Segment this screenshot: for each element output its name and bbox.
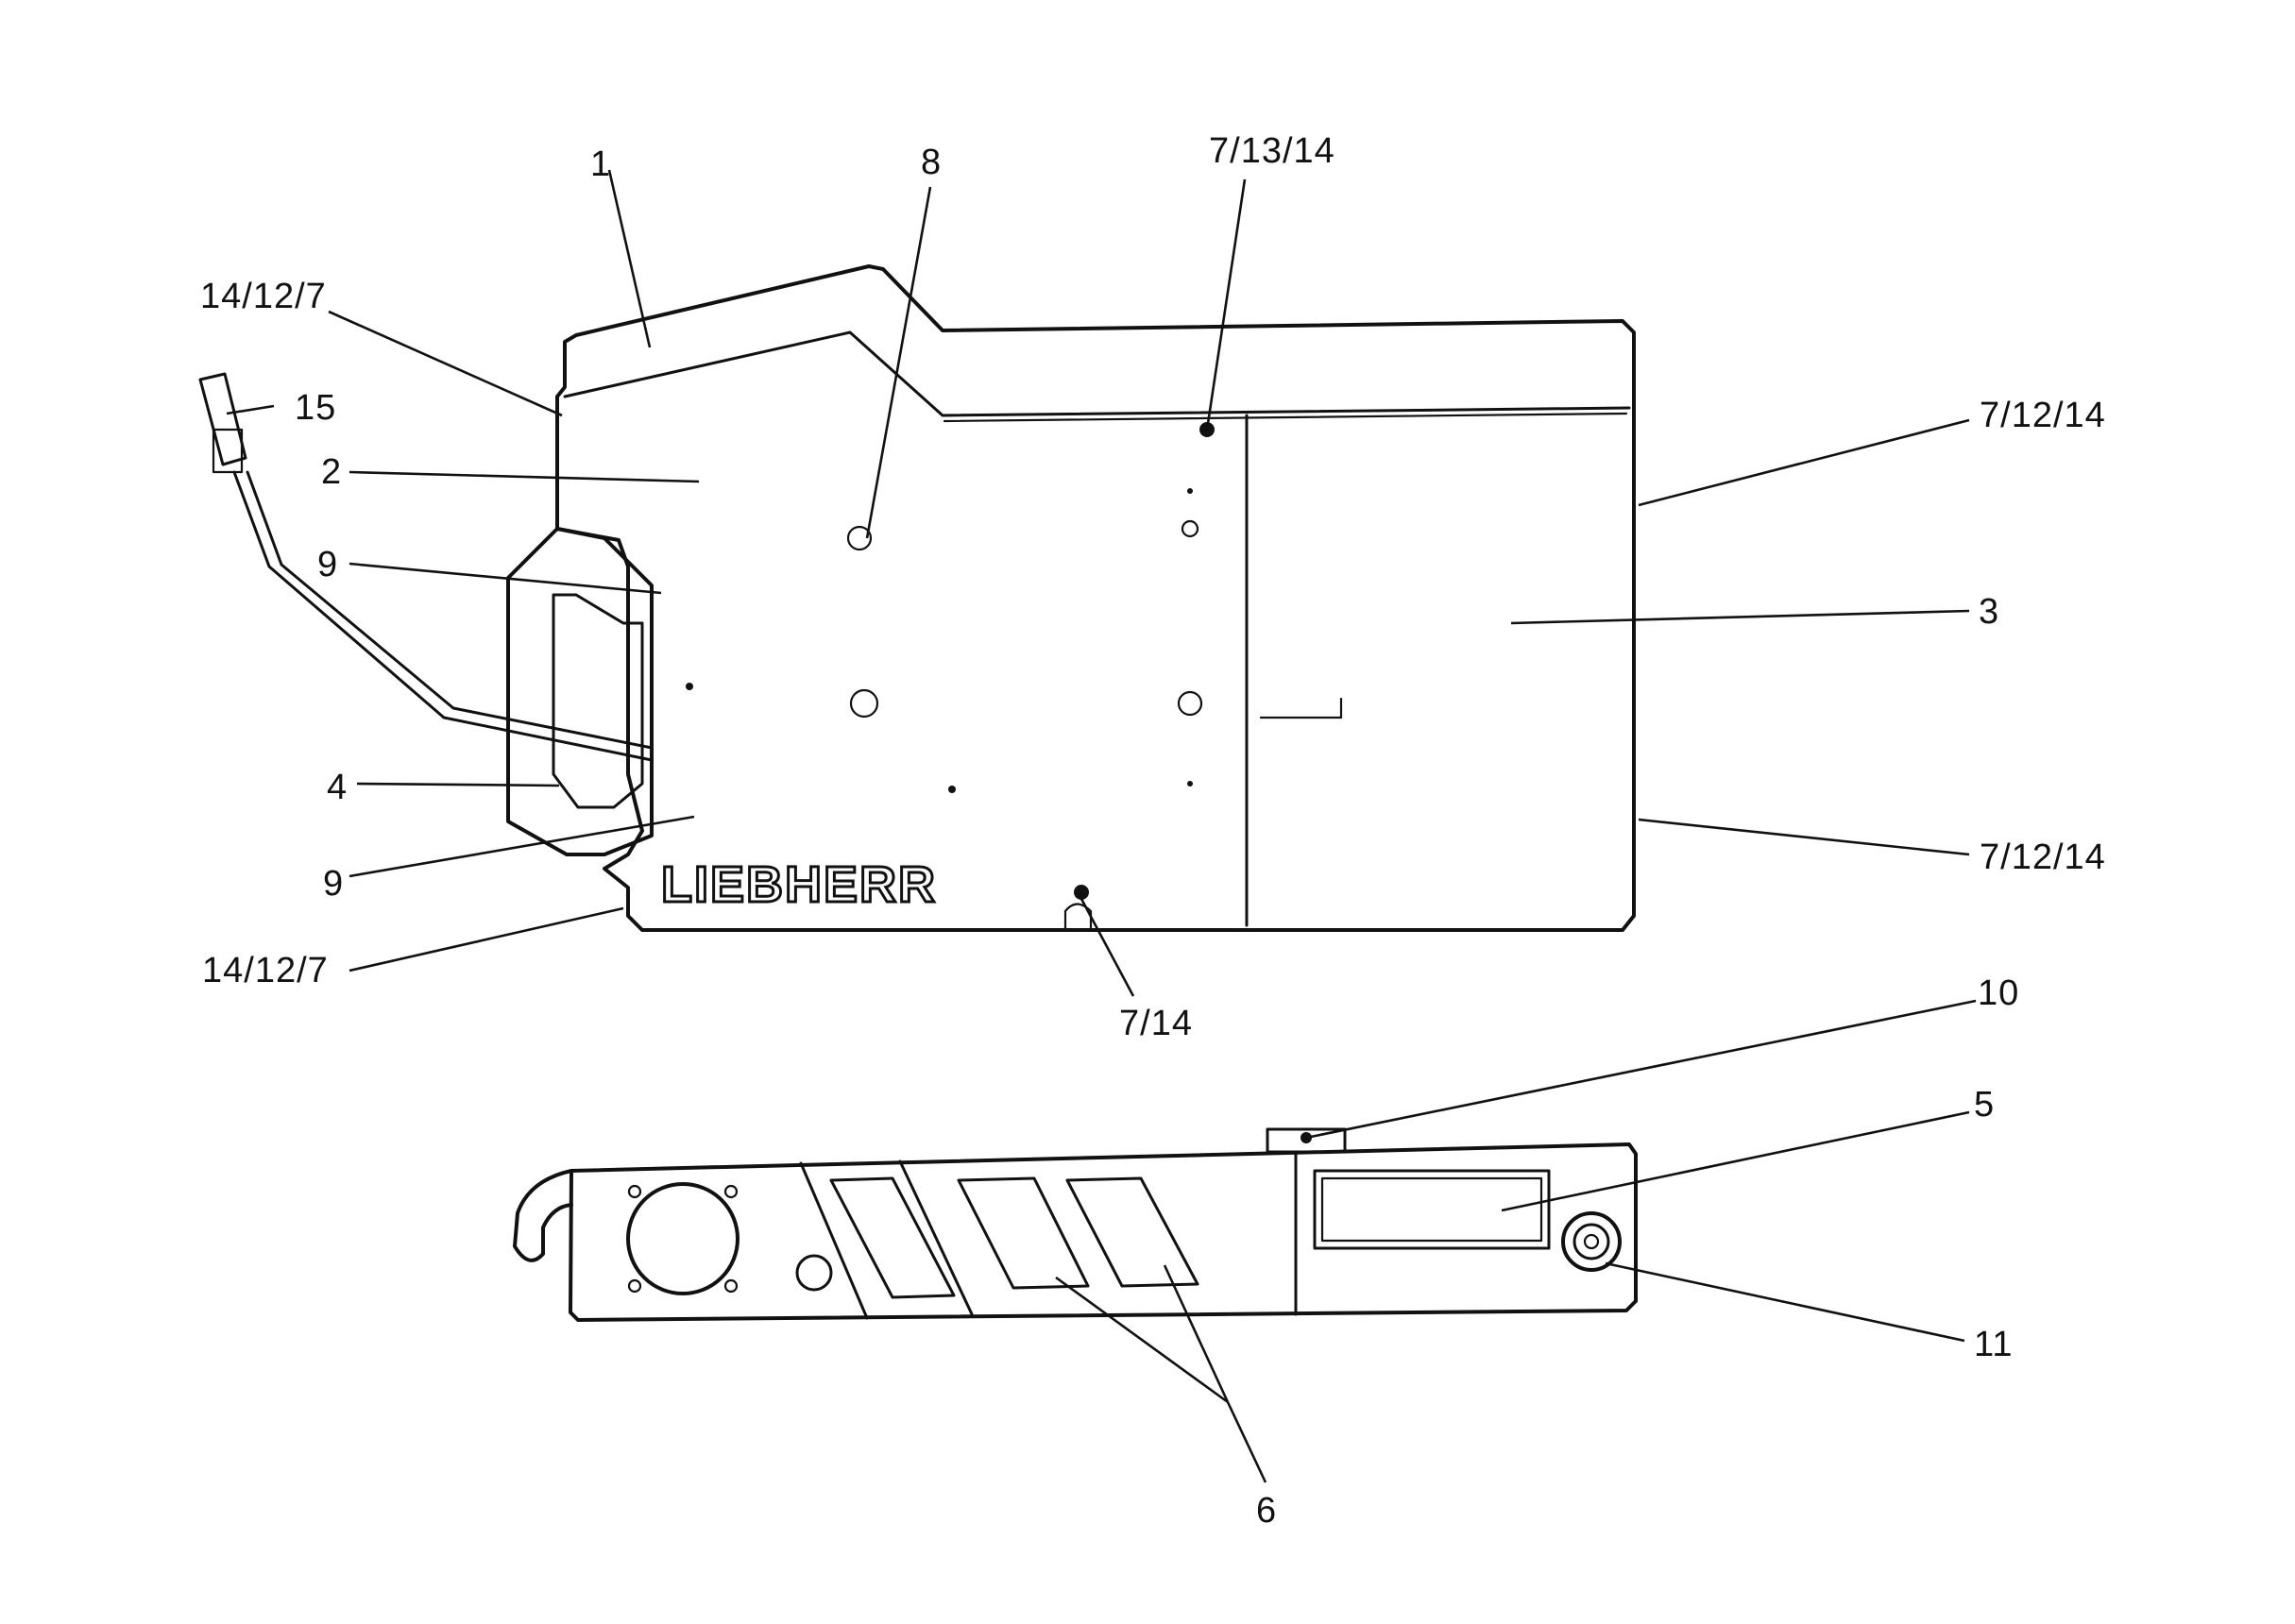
callout-15: 15 xyxy=(295,388,336,428)
callout-8: 8 xyxy=(921,143,942,182)
leader-lines xyxy=(226,169,1977,1483)
front-housing-outline xyxy=(569,1142,1638,1322)
top-cover-edge xyxy=(563,330,1631,417)
fastener-point xyxy=(1074,885,1089,900)
callout-7-12-14-bottom: 7/12/14 xyxy=(1980,837,2106,877)
callout-9-lower: 9 xyxy=(323,864,344,904)
hook xyxy=(513,1169,573,1262)
control-box-side-view: LIEBHERR xyxy=(198,264,1636,932)
top-button xyxy=(1266,1127,1347,1154)
callout-4: 4 xyxy=(327,768,348,807)
callout-3: 3 xyxy=(1979,592,1999,632)
screw-icon xyxy=(849,688,879,719)
callout-7-12-14-top: 7/12/14 xyxy=(1980,396,2106,435)
display-window xyxy=(1065,1176,1199,1288)
display-screen xyxy=(1313,1169,1551,1250)
screw-icon xyxy=(1181,519,1199,538)
display-window xyxy=(829,1176,956,1299)
callout-2: 2 xyxy=(321,452,342,492)
side-handle xyxy=(506,527,654,856)
callout-7-13-14: 7/13/14 xyxy=(1209,131,1335,171)
callout-11: 11 xyxy=(1974,1325,2013,1364)
callout-labels: 1 8 7/13/14 14/12/7 15 2 9 7/12/14 3 4 9… xyxy=(200,131,2106,1531)
plug-connector xyxy=(198,372,247,466)
housing-outline xyxy=(555,264,1636,932)
key-switch-icon xyxy=(1561,1211,1622,1272)
callout-7-14: 7/14 xyxy=(1119,1004,1193,1043)
callout-10: 10 xyxy=(1978,973,2019,1013)
cable xyxy=(232,470,654,762)
gauge-icon xyxy=(626,1182,740,1295)
indicator-lamp xyxy=(795,1254,833,1292)
callout-14-12-7-top: 14/12/7 xyxy=(200,277,327,316)
screw-icon xyxy=(1177,690,1203,717)
callout-1: 1 xyxy=(590,144,611,184)
control-box-front-view xyxy=(513,1127,1638,1322)
screw-icon xyxy=(846,525,873,551)
display-window xyxy=(957,1176,1090,1290)
callout-14-12-7-bottom: 14/12/7 xyxy=(202,951,329,990)
brand-logo: LIEBHERR xyxy=(661,856,937,913)
callout-9-upper: 9 xyxy=(317,545,338,584)
callout-5: 5 xyxy=(1974,1085,1995,1125)
callout-6: 6 xyxy=(1256,1491,1277,1531)
